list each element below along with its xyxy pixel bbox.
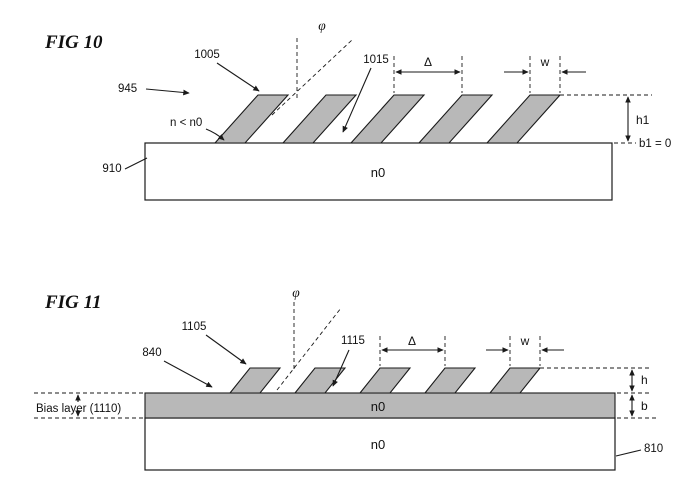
fig10-height-label: h1 — [636, 113, 650, 127]
fig10-phi-slant-guide — [271, 39, 353, 116]
fig11-ref-substrate-label: 810 — [644, 443, 663, 455]
fig11-substrate — [144, 417, 616, 471]
fig10-phi-label: φ — [318, 18, 326, 33]
fig11-grating-tooth-4 — [423, 367, 477, 394]
fig11-substrate-index-label: n0 — [371, 437, 385, 452]
fig11-phi-slant-guide — [276, 307, 342, 391]
fig11-bias-layer-label: Bias layer (1110) — [36, 403, 121, 415]
fig11-ref-grating-label: 1105 — [182, 321, 207, 333]
fig10-width-label: w — [540, 55, 550, 69]
fig11-ref-substrate-leader — [615, 449, 642, 457]
fig10-grating-bar-3 — [349, 94, 426, 144]
fig10-period-label: Δ — [424, 55, 432, 69]
fig11-bias-index-label: n0 — [371, 399, 385, 414]
fig11-grating-tooth-2 — [293, 367, 347, 394]
fig11-bias-layer — [144, 392, 616, 419]
fig10-grating-bar-5 — [485, 94, 562, 144]
fig10-ref-substrate-label: 910 — [102, 163, 121, 175]
fig11-height-label: h — [641, 373, 648, 387]
fig10-ref-groove-label: 1015 — [363, 54, 389, 66]
fig10-grating-bar-2 — [281, 94, 358, 144]
fig10-ref-incident-label: 945 — [118, 83, 137, 95]
fig11-ref-layer-leader — [163, 360, 213, 388]
fig10-index-note-label: n < n0 — [170, 117, 202, 129]
fig11-ref-groove-label: 1115 — [341, 335, 365, 347]
fig11-grating-tooth-3 — [358, 367, 412, 394]
fig11-ref-grating-leader — [205, 334, 247, 365]
fig11-ref-layer-label: 840 — [142, 347, 161, 359]
fig11-title: FIG 11 — [44, 292, 102, 313]
fig10-title: FIG 10 — [44, 32, 103, 53]
fig10-substrate — [144, 142, 613, 201]
fig10-substrate-index-label: n0 — [371, 165, 385, 180]
fig11-phi-label: φ — [292, 285, 300, 300]
fig10-index-note-leader — [205, 128, 225, 141]
fig11-period-label: Δ — [408, 334, 416, 348]
fig10-ref-groove-leader — [342, 67, 372, 133]
fig10: FIG 10 n0 φ Δ w h1 b1 = 0 1005 — [44, 18, 671, 201]
fig10-ref-grating-label: 1005 — [194, 49, 220, 61]
fig11: FIG 11 n0 n0 φ Δ w h — [34, 285, 663, 471]
fig11-grating-tooth-1 — [228, 367, 282, 394]
fig11-width-label: w — [520, 334, 530, 348]
fig10-grating-bar-1 — [213, 94, 290, 144]
fig11-ref-groove-leader — [332, 349, 350, 387]
fig10-bias-label: b1 = 0 — [639, 138, 671, 150]
fig10-ref-incident-arrow — [145, 88, 190, 96]
fig10-ref-substrate-leader — [124, 157, 148, 170]
fig10-ref-grating-leader — [216, 62, 260, 92]
fig11-bias-dim-label: b — [641, 399, 648, 413]
fig10-grating-bar-4 — [417, 94, 494, 144]
fig11-grating-tooth-5 — [488, 367, 542, 394]
